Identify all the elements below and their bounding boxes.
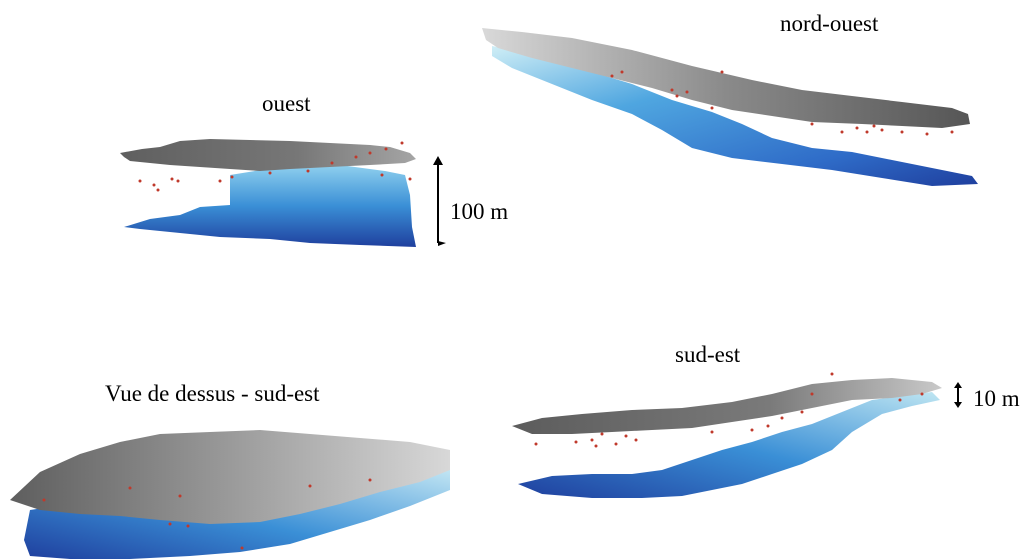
lower-surface xyxy=(124,165,416,247)
panel-southeast xyxy=(512,370,952,510)
upper-surface xyxy=(120,139,416,171)
scale-label-large: 100 m xyxy=(450,199,509,224)
terrain-render-southeast xyxy=(512,372,942,498)
upper-surface xyxy=(512,378,942,434)
panel-top-view xyxy=(10,420,455,559)
upper-surface xyxy=(482,28,970,128)
scale-bar-large xyxy=(433,156,446,246)
sample-points xyxy=(42,478,372,550)
upper-surface xyxy=(10,430,450,524)
panel-title-west: ouest xyxy=(262,91,311,116)
panel-northwest xyxy=(482,28,982,193)
terrain-render-northwest xyxy=(482,28,978,186)
terrain-render-west xyxy=(120,139,416,247)
scale-label-small: 10 m xyxy=(973,386,1020,411)
sample-points xyxy=(610,70,954,136)
panel-title-northwest: nord-ouest xyxy=(780,11,879,36)
panel-title-southeast: sud-est xyxy=(675,342,741,367)
panel-west xyxy=(120,135,420,255)
terrain-render-top xyxy=(10,430,450,559)
panel-title-top: Vue de dessus - sud-est xyxy=(105,381,320,406)
sample-points xyxy=(534,372,924,448)
lower-surface xyxy=(492,46,978,186)
lower-surface xyxy=(518,392,940,498)
sample-points xyxy=(138,141,412,192)
scale-bar-small xyxy=(954,382,962,408)
